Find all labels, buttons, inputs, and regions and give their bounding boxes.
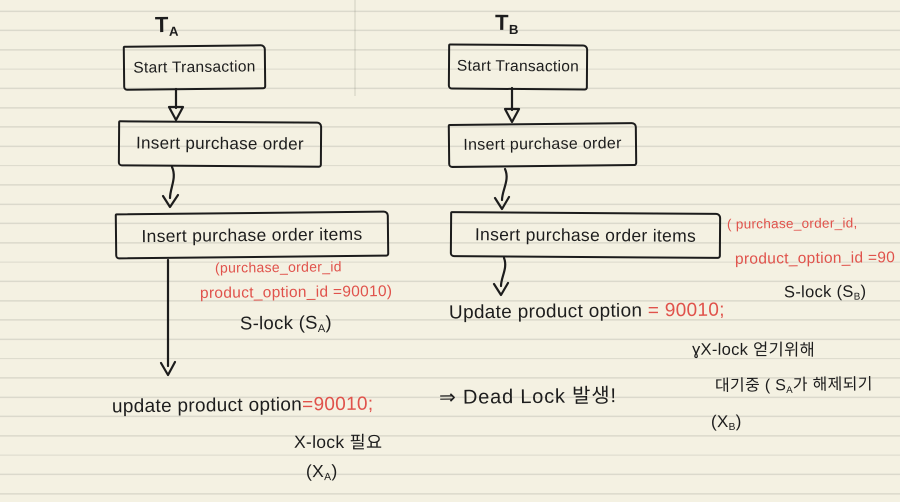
deadlock-conclusion: ⇒ Dead Lock 발생! xyxy=(438,385,617,409)
s-lock-b-text: S-lock (S xyxy=(783,282,854,302)
start-transaction-box-b: Start Transaction xyxy=(447,43,589,91)
box-label: Start Transaction xyxy=(456,57,580,76)
transaction-a-letter: T xyxy=(154,11,170,38)
transaction-b-title: TB xyxy=(494,9,519,38)
s-lock-note-b: S-lock (SB) xyxy=(784,283,867,305)
arrow-b3-update-shaft xyxy=(499,256,507,288)
update-statement-b: Update product option = 90010; xyxy=(448,299,725,325)
transaction-a-subscript: A xyxy=(168,23,180,39)
insert-purchase-order-items-box-a: Insert purchase order items xyxy=(114,210,390,260)
update-b-text: Update product option xyxy=(448,300,643,324)
transaction-b-letter: T xyxy=(494,9,510,36)
box-label: Insert purchase order items xyxy=(474,223,697,246)
paper-seam-line xyxy=(354,0,356,96)
s-lock-a-close: ) xyxy=(325,311,333,333)
x-lock-needed-note: X-lock 필요 xyxy=(293,431,383,453)
arrow-b2-b3-shaft xyxy=(500,167,508,202)
box-label: Start Transaction xyxy=(133,57,256,77)
s-lock-note-a: S-lock (SA) xyxy=(239,311,333,336)
box-label: Insert purchase order xyxy=(135,133,305,154)
arrow-b3-update-head xyxy=(492,281,510,297)
x-lock-label-a: (XA) xyxy=(305,460,338,484)
x-lock-label-b: (XB) xyxy=(710,411,742,434)
s-lock-b-close: ) xyxy=(860,282,867,301)
update-a-value: =90010; xyxy=(302,393,374,416)
x-lock-b-close: ) xyxy=(735,411,742,431)
arrow-a2-a3-shaft xyxy=(168,165,175,200)
arrow-b2-b3-head xyxy=(493,195,511,211)
lock-params-note-b-line1: ( purchase_order_id, xyxy=(726,215,858,232)
x-lock-a-close: ) xyxy=(331,460,338,481)
insert-purchase-order-items-box-b: Insert purchase order items xyxy=(449,211,722,259)
wait-note-text: 대기중 ( S xyxy=(714,377,787,395)
x-lock-b-open: (X xyxy=(710,411,729,432)
x-lock-a-open: (X xyxy=(305,460,325,482)
s-lock-a-text: S-lock (S xyxy=(239,311,318,334)
transaction-b-subscript: B xyxy=(508,21,519,38)
update-b-value: = 90010; xyxy=(647,299,725,322)
box-label: Insert purchase order items xyxy=(141,223,363,246)
insert-purchase-order-box-b: Insert purchase order xyxy=(447,122,638,168)
arrow-a1-a2-head xyxy=(167,105,185,122)
lock-params-note-b-line2: product_option_id =90 xyxy=(734,249,896,268)
transaction-a-title: TA xyxy=(154,11,180,40)
update-statement-a: update product option=90010; xyxy=(111,393,374,419)
x-lock-wait-note-line2: 대기중 ( SA가 해제되기 xyxy=(715,376,873,397)
arrow-a2-a3-head xyxy=(161,193,180,209)
lock-params-note-a-line2: product_option_id =90010) xyxy=(199,282,393,303)
lock-params-note-a-line1: (purchase_order_id xyxy=(214,258,342,276)
arrow-b1-b2-head xyxy=(503,107,521,124)
x-lock-wait-note-line1: ɣX-lock 얻기위해 xyxy=(691,340,816,360)
insert-purchase-order-box-a: Insert purchase order xyxy=(117,120,323,168)
update-a-text: update product option xyxy=(111,394,303,418)
wait-note-suffix: 가 해제되기 xyxy=(792,376,873,395)
box-label: Insert purchase order xyxy=(463,135,622,154)
start-transaction-box-a: Start Transaction xyxy=(122,44,267,91)
arrow-a3-update-head xyxy=(159,360,177,377)
